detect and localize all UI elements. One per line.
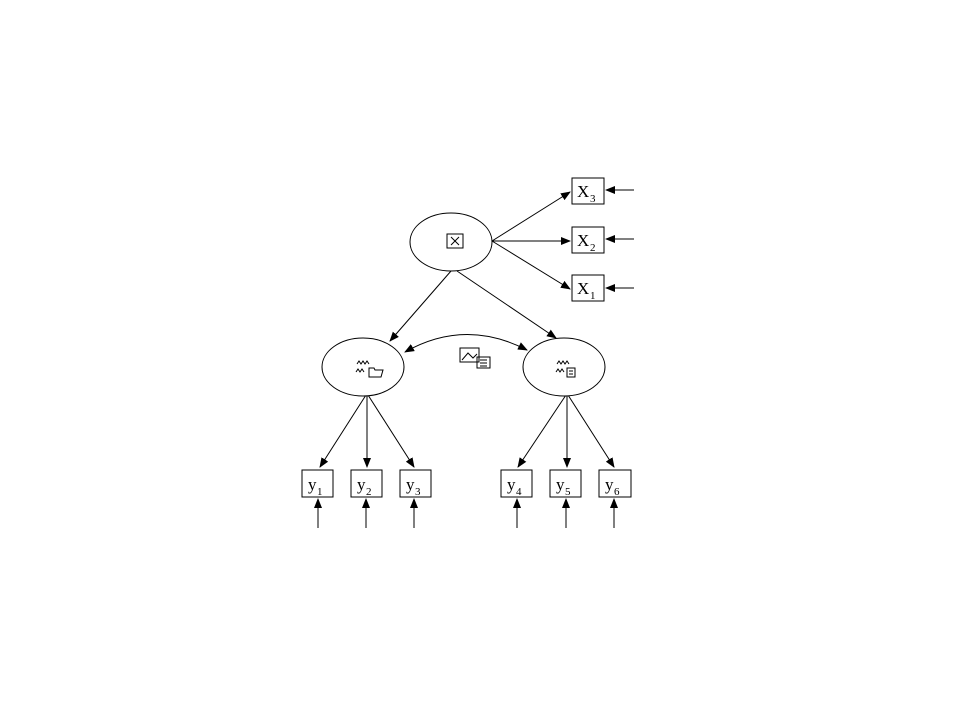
edge-top-to-right-latent [456, 270, 557, 339]
wave-folder-icon [355, 360, 384, 378]
observed-y2: y 2 [350, 469, 383, 498]
observed-y6: y 6 [598, 469, 632, 498]
x2-base: X [577, 231, 589, 250]
y3-base: y [406, 475, 415, 494]
observed-x1: X 1 [571, 274, 605, 302]
y5-sub: 5 [565, 486, 571, 498]
x1-sub: 1 [590, 290, 596, 302]
observed-x2: X 2 [571, 226, 605, 254]
y4-base: y [507, 475, 516, 494]
y4-sub: 4 [516, 486, 522, 498]
y1-base: y [308, 475, 317, 494]
edge-right-to-y6 [567, 394, 615, 468]
latent-top [409, 212, 493, 272]
observed-y3: y 3 [399, 469, 432, 498]
x2-sub: 2 [590, 242, 596, 254]
y2-sub: 2 [366, 486, 372, 498]
y6-base: y [605, 475, 614, 494]
y1-sub: 1 [317, 486, 323, 498]
edge-left-to-y1 [319, 394, 367, 468]
wave-document-icon [555, 360, 576, 378]
latent-left [321, 337, 405, 397]
x1-base: X [577, 279, 589, 298]
checkbox-x-icon [446, 233, 464, 249]
image-document-icon [459, 347, 491, 369]
observed-y1: y 1 [301, 469, 334, 498]
covariance-arc [404, 334, 528, 353]
x3-sub: 3 [590, 193, 596, 205]
edge-top-to-x1 [491, 240, 571, 290]
edge-left-to-y3 [367, 394, 415, 468]
edge-top-to-left-latent [389, 270, 452, 342]
y3-sub: 3 [415, 486, 421, 498]
edge-right-to-y4 [517, 394, 567, 468]
y6-sub: 6 [614, 486, 620, 498]
latent-right [522, 337, 606, 397]
x3-base: X [577, 182, 589, 201]
observed-x3: X 3 [571, 177, 605, 205]
y5-base: y [556, 475, 565, 494]
observed-y4: y 4 [500, 469, 533, 498]
y2-base: y [357, 475, 366, 494]
edge-top-to-x3 [491, 191, 571, 242]
observed-y5: y 5 [549, 469, 582, 498]
